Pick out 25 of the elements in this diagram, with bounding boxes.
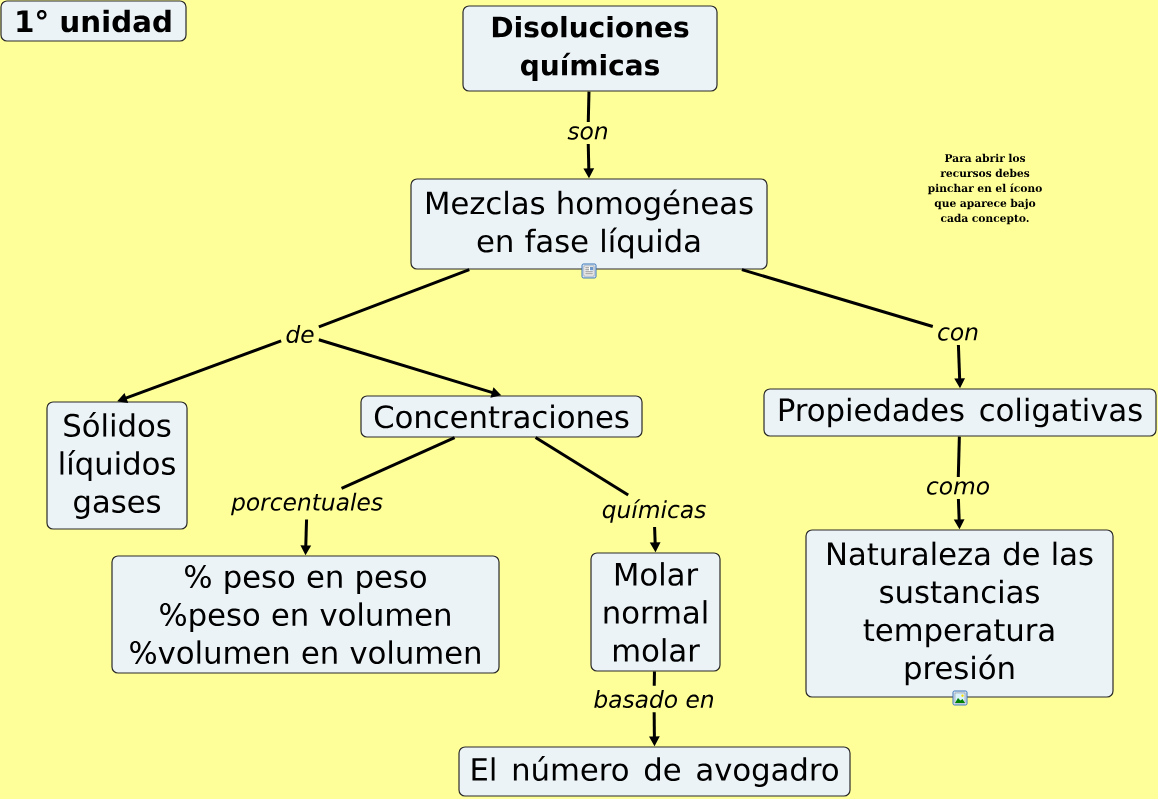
connector-line	[534, 436, 629, 497]
connector-line	[586, 91, 591, 123]
concept-box: Mezclas homogéneas en fase líquida	[410, 178, 768, 270]
concept-box: Molar normal molar	[590, 552, 721, 672]
connector-line	[318, 268, 470, 329]
link-label: de	[286, 324, 314, 344]
link-label: como	[927, 481, 989, 495]
concept-box: Propiedades coligativas	[763, 388, 1157, 437]
concept-box: Sólidos líquidos gases	[46, 401, 188, 530]
link-label: basado en	[594, 689, 714, 709]
concept-box: % peso en peso %peso en volumen %volumen en volumen	[111, 555, 500, 674]
note-text: Para abrir los recursos debes pinchar en el ícono que aparece bajo cada concepto.	[927, 153, 1042, 225]
concept-box: El número de avogadro	[458, 746, 851, 797]
heading-box: 1° unidad	[0, 0, 187, 42]
connector-line	[741, 268, 934, 328]
link-label: con	[938, 327, 978, 341]
concept-box: Naturaleza de las sustancias temperatura presión	[805, 529, 1114, 698]
link-label: porcentuales	[231, 492, 383, 516]
concept-box: Disoluciones químicas	[462, 5, 718, 92]
connector-line	[340, 436, 456, 490]
link-label: son	[567, 126, 608, 140]
link-label: químicas	[602, 499, 706, 523]
connector-line	[956, 436, 961, 478]
connector-line	[652, 671, 656, 686]
concept-box: Concentraciones	[360, 395, 643, 438]
